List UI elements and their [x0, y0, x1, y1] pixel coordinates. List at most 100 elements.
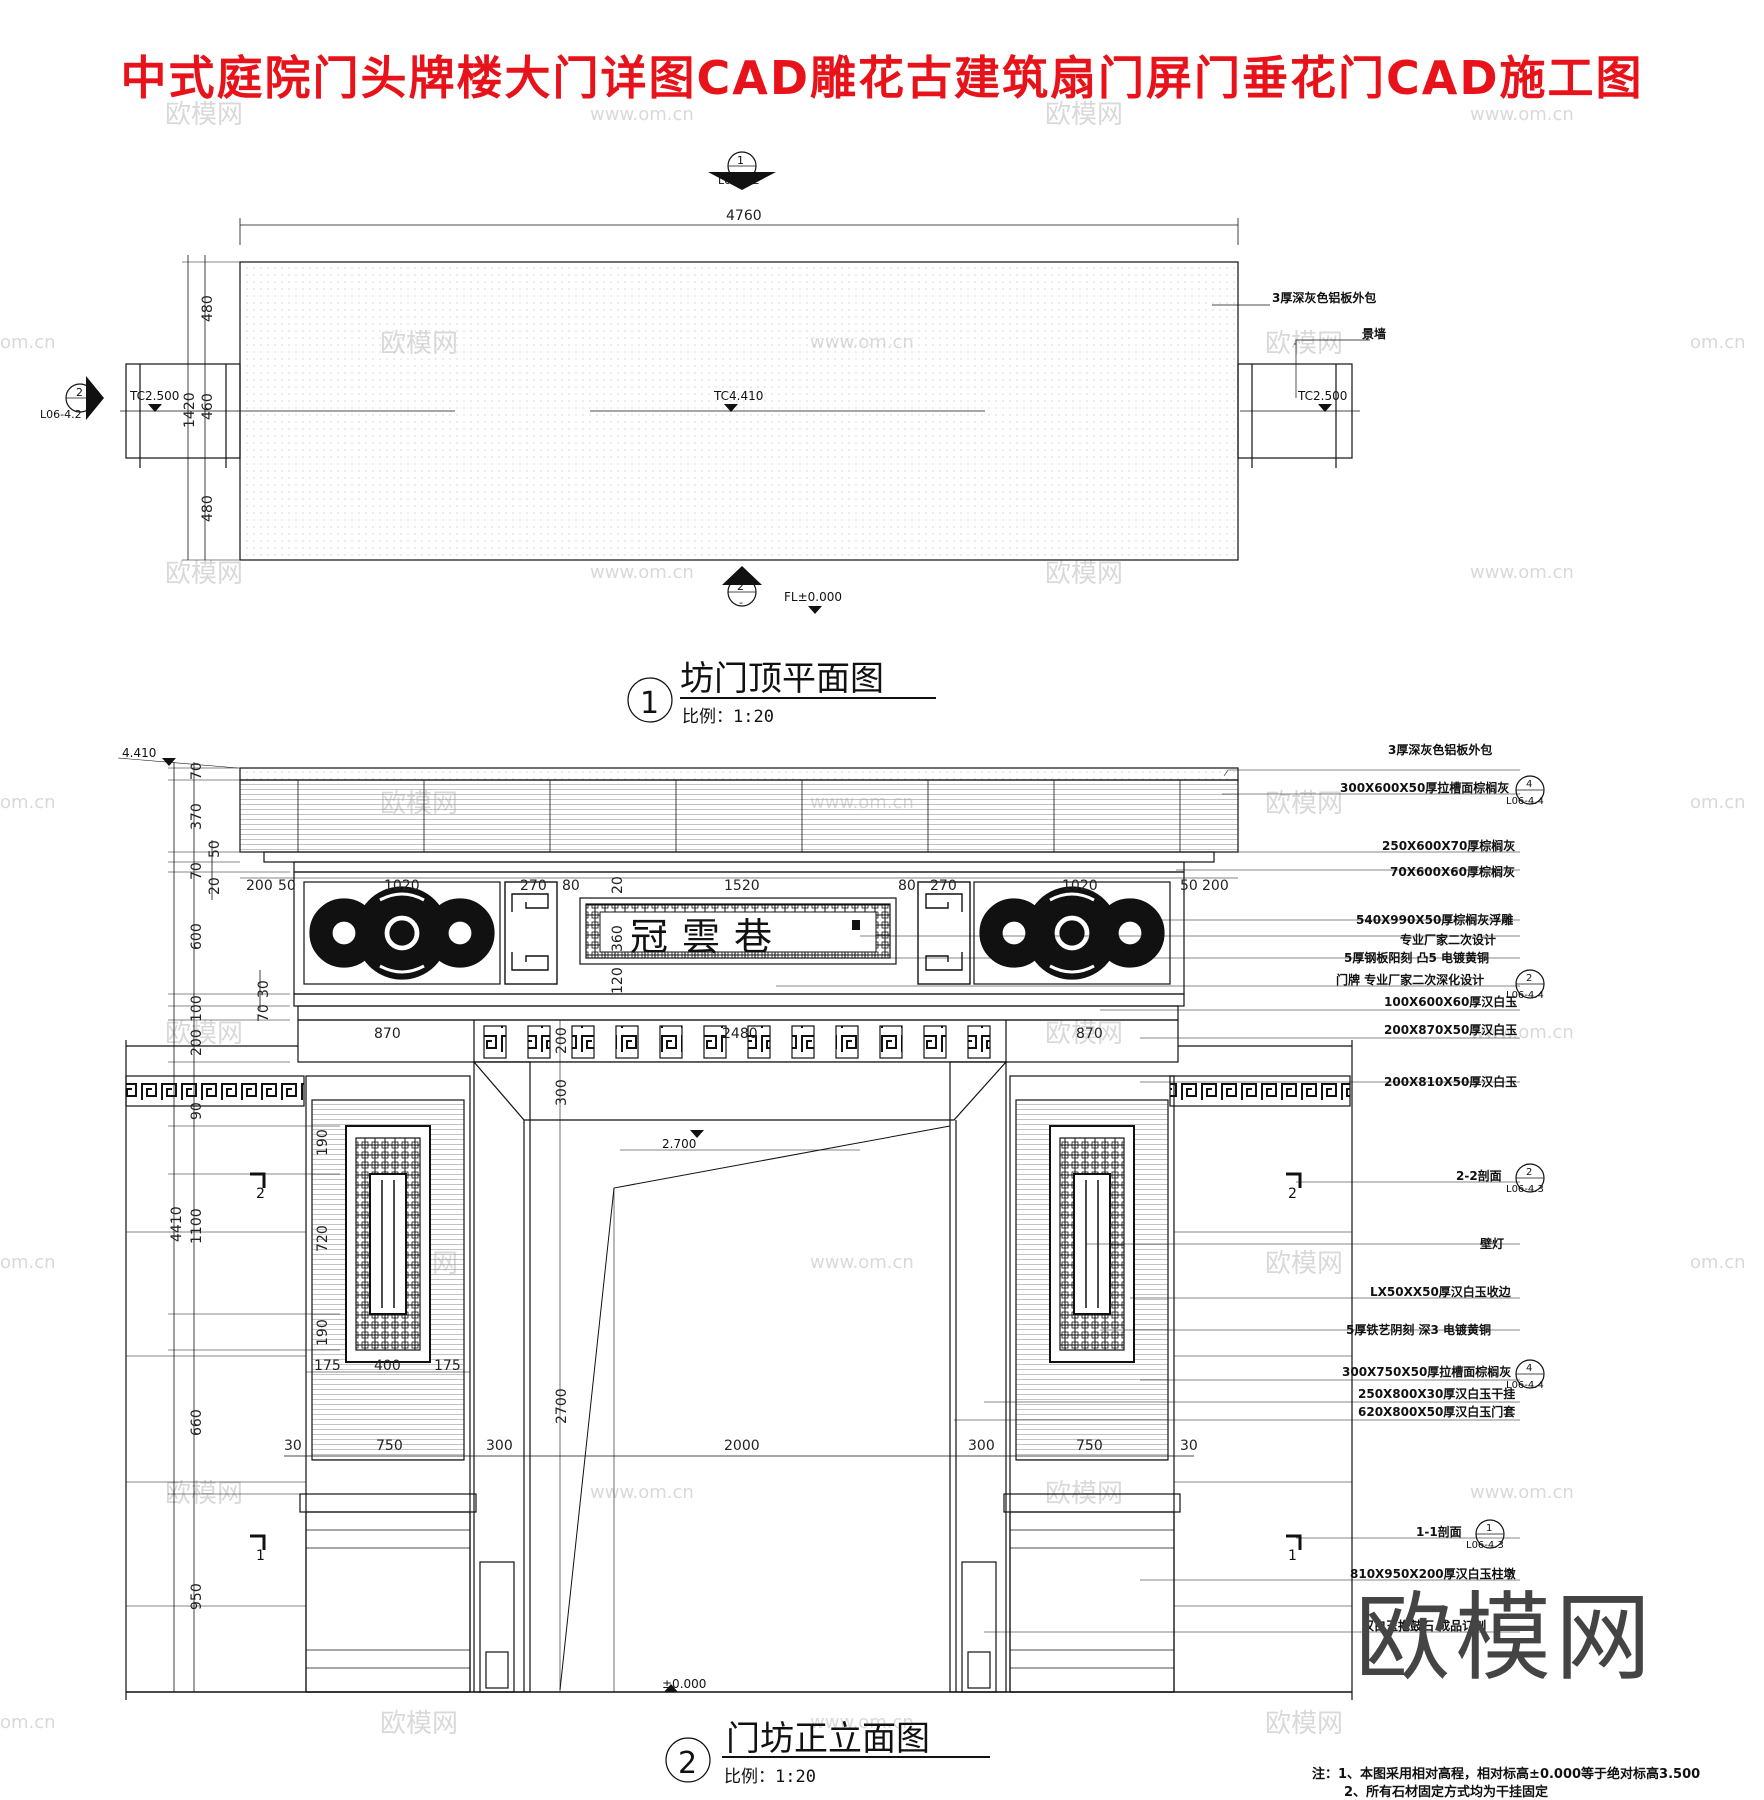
elev-note: 250X800X30厚汉白玉干挂 — [1358, 1386, 1515, 1401]
watermark-url: www.om.cn — [810, 1712, 914, 1733]
watermark-url: www.om.cn — [810, 1252, 914, 1273]
elev-dim: 300 — [486, 1438, 513, 1454]
door-jamb-left — [473, 1061, 531, 1693]
elev-note: 200X870X50厚汉白玉 — [1384, 1022, 1517, 1037]
elev-dim: 190 — [315, 1129, 331, 1156]
elev-dim: 20 — [207, 877, 223, 895]
elev-dim: 360 — [610, 925, 626, 952]
elev-title-number-circle — [665, 1737, 711, 1783]
level-mark: TC2.500 — [1297, 389, 1347, 403]
elev-dim: 370 — [189, 803, 205, 830]
elev-scale: 比例：1:20 — [724, 1767, 816, 1787]
elev-dim: 270 — [930, 878, 957, 894]
watermark-url: www.om.cn — [590, 1482, 694, 1503]
watermark-url: www.om.cn — [590, 562, 694, 583]
watermark-url: om.cn — [0, 332, 56, 353]
watermark-text: 欧模网 — [1045, 100, 1123, 130]
watermark-text: 欧模网 — [1265, 1709, 1343, 1739]
section-mark: 1 — [1288, 1548, 1297, 1564]
elev-dim: 2480 — [722, 1026, 758, 1042]
detail-tag: 4 L06-4.4 — [1506, 1359, 1545, 1391]
elev-dim: 300 — [554, 1079, 570, 1106]
elev-dim: 70 — [256, 1004, 272, 1022]
elev-dim: 950 — [189, 1583, 205, 1610]
plan-scale: 比例：1:20 — [682, 707, 774, 727]
elev-dim: 100 — [189, 995, 205, 1022]
elev-dim: 200 — [1202, 878, 1229, 894]
section-arrow-icon — [722, 566, 762, 585]
watermark-logo: 欧模网 — [1355, 1582, 1655, 1694]
carved-floral-panel-right — [973, 881, 1171, 985]
level-triangle-icon — [1318, 404, 1332, 412]
plan-dim: 460 — [200, 393, 216, 420]
elev-dim: 750 — [376, 1438, 403, 1454]
elev-note: 200X810X50厚汉白玉 — [1384, 1074, 1517, 1089]
plan-overall-width: 4760 — [726, 208, 762, 224]
drum-stone-left — [479, 1561, 515, 1693]
elev-dim: 50 — [1180, 878, 1198, 894]
drum-stone-right — [961, 1561, 997, 1693]
elev-dim: 660 — [189, 1409, 205, 1436]
plan-view: 4760 1 L06-4.2 480 460 1420 480 2 — [40, 151, 1386, 727]
level-mark: 4.410 — [122, 746, 156, 760]
watermark-url: www.om.cn — [590, 104, 694, 125]
watermark-url: www.om.cn — [1470, 104, 1574, 125]
elevation-view: 4.410 — [117, 742, 1545, 1787]
elev-note: 100X600X60厚汉白玉 — [1384, 994, 1517, 1009]
watermark-url: om.cn — [1690, 792, 1746, 813]
sign-text: 冠雲巷 — [630, 915, 786, 959]
door-leaf-outline — [559, 1125, 951, 1691]
elev-dim: 50 — [278, 878, 296, 894]
elev-title: 门坊正立面图 — [726, 1719, 930, 1759]
elev-dim: 750 — [1076, 1438, 1103, 1454]
detail-tag-num: 4 — [1526, 779, 1532, 790]
level-triangle-icon — [808, 606, 822, 614]
watermark-url: www.om.cn — [1470, 562, 1574, 583]
level-mark: FL±0.000 — [784, 590, 842, 604]
elev-note: 专业厂家二次设计 — [1400, 932, 1496, 947]
watermark-url: om.cn — [1690, 332, 1746, 353]
watermark-text: 欧模网 — [380, 1709, 458, 1739]
detail-tag-num: 2 — [1526, 1167, 1532, 1178]
lattice-window-left — [345, 1125, 431, 1363]
watermark-text: 欧模网 — [1265, 1249, 1343, 1279]
level-mark: TC2.500 — [129, 389, 179, 403]
level-triangle-icon — [724, 404, 738, 412]
gate-lintel-chamfer — [472, 1061, 1008, 1121]
level-mark: 2.700 — [662, 1137, 696, 1151]
elev-dim: 80 — [562, 878, 580, 894]
elev-note: 250X600X70厚棕榈灰 — [1382, 838, 1515, 853]
section-tag-bottom-num: 2 — [737, 580, 744, 593]
elev-dim: 2000 — [724, 1438, 760, 1454]
elev-dim: 1520 — [724, 878, 760, 894]
elev-note: 5厚钢板阳刻 凸5 电镀黄铜 — [1344, 950, 1489, 965]
elev-note: 70X600X60厚棕榈灰 — [1390, 864, 1515, 879]
seal-icon — [852, 920, 860, 930]
level-triangle-icon — [148, 404, 162, 412]
elev-dim: 4410 — [169, 1206, 185, 1242]
plan-dim: 480 — [200, 295, 216, 322]
elev-dim: 70 — [189, 762, 205, 780]
level-triangle-icon — [690, 1130, 704, 1138]
elev-dim: 175 — [314, 1358, 341, 1374]
detail-tag-ref: L06-4.4 — [1506, 1380, 1544, 1391]
elev-title-number: 2 — [678, 1746, 697, 1781]
elev-dim: 1020 — [1062, 878, 1098, 894]
plan-title: 坊门顶平面图 — [680, 659, 884, 699]
detail-tag-ref: L06-4.3 — [1506, 1184, 1544, 1195]
level-mark: TC4.410 — [713, 389, 763, 403]
plan-title-number-circle — [627, 677, 673, 723]
elev-dim: 1020 — [384, 878, 420, 894]
elev-dim: 870 — [374, 1026, 401, 1042]
elev-note: 壁灯 — [1480, 1236, 1504, 1251]
section-mark: 2 — [256, 1186, 265, 1202]
section-mark: 2 — [1288, 1186, 1297, 1202]
watermark-url: om.cn — [0, 1712, 56, 1733]
plinth-cap-left — [299, 1493, 477, 1513]
watermark-text: 欧模网 — [165, 100, 243, 130]
detail-tag-ref: L06-4.4 — [1506, 796, 1544, 807]
fret-band-left — [125, 1075, 305, 1107]
elev-dim: 720 — [315, 1225, 331, 1252]
watermark-text: 欧模网 — [1045, 1019, 1123, 1049]
